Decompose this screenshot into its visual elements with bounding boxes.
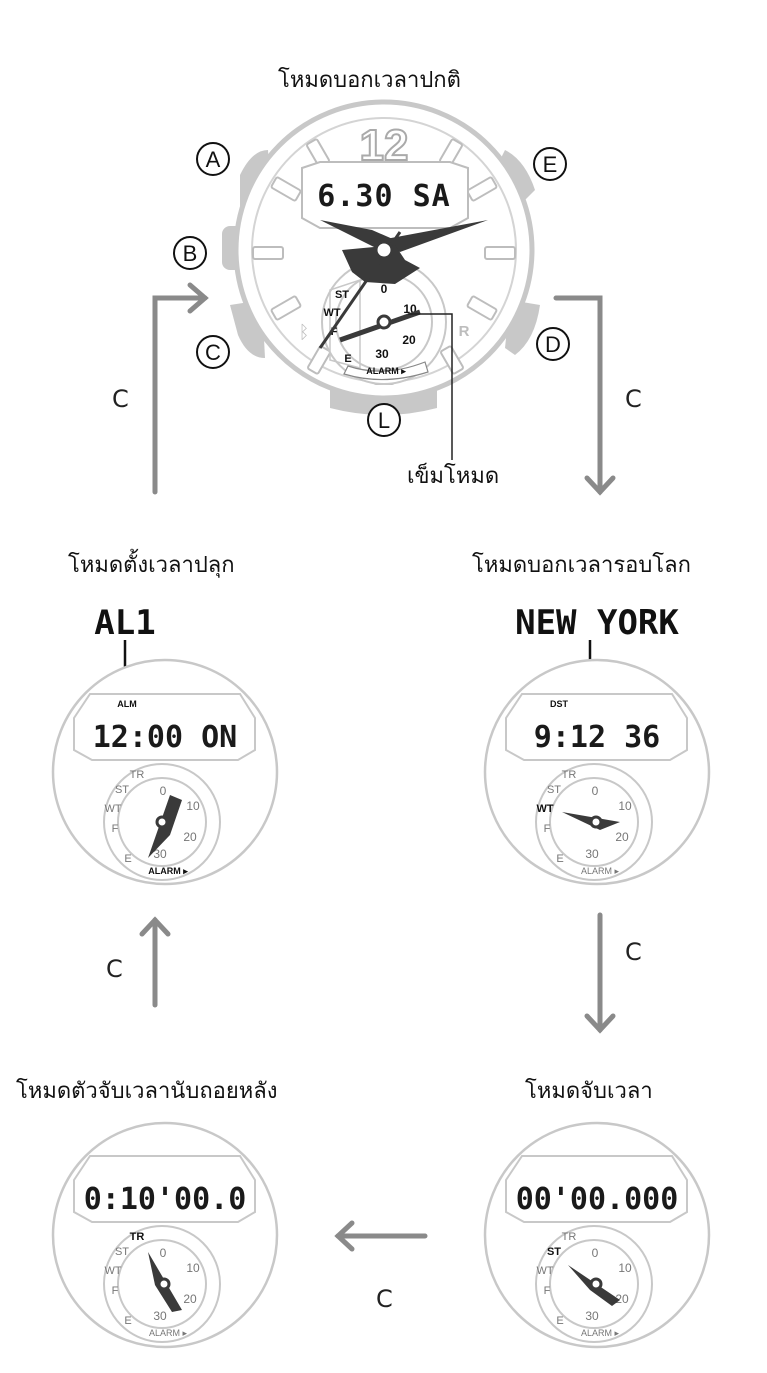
stopwatch-lcd: 00'00.000 xyxy=(516,1182,679,1217)
world-alarm-label: ALARM ▸ xyxy=(581,866,620,876)
world-mode-st: ST xyxy=(547,784,561,796)
stopwatch-mode-wt: WT xyxy=(536,1265,553,1277)
main-lcd-text: 6.30 SA xyxy=(317,179,450,214)
main-mode-st: ST xyxy=(335,289,349,301)
stopwatch-sub-20: 20 xyxy=(615,1292,629,1306)
title-timekeeping: โหมดบอกเวลาปกติ xyxy=(278,68,461,93)
countdown-sub-30: 30 xyxy=(153,1309,167,1323)
stopwatch-sub-0: 0 xyxy=(592,1246,599,1260)
stopwatch-mode-f: F xyxy=(544,1285,551,1297)
countdown-sub-0: 0 xyxy=(160,1246,167,1260)
stopwatch-mode-e: E xyxy=(556,1315,563,1327)
arrow-label-right-lower: C xyxy=(625,938,642,966)
world-sub-30: 30 xyxy=(585,847,599,861)
main-watch: 12 6.30 SA 0 10 20 30 ST WT F E ALARM ▸ … xyxy=(173,99,570,460)
stopwatch-sub-30: 30 xyxy=(585,1309,599,1323)
title-world-time: โหมดบอกเวลารอบโลก xyxy=(472,553,691,578)
button-a-letter: A xyxy=(206,147,221,172)
arrow-alarm-to-main xyxy=(152,295,208,495)
main-hour-hand xyxy=(320,220,395,250)
countdown-mode-wt: WT xyxy=(104,1265,121,1277)
alarm-sub-20: 20 xyxy=(183,830,197,844)
countdown-mode-e: E xyxy=(124,1315,131,1327)
world-sub-10: 10 xyxy=(618,799,632,813)
world-mode-tr: TR xyxy=(562,769,577,781)
button-c-letter: C xyxy=(205,340,221,365)
arrow-label-left: C xyxy=(112,385,129,413)
mode-hand-pointer xyxy=(408,313,453,460)
main-lcd-window xyxy=(301,161,469,229)
world-subdial: 0 10 20 30 TR ST WT F E ALARM ▸ xyxy=(535,763,653,881)
main-sub-30: 30 xyxy=(375,347,389,361)
world-watch: NEW YORK DST 9:12 36 0 10 20 30 TR ST WT… xyxy=(483,603,711,886)
main-alarm-label: ALARM ▸ xyxy=(366,366,406,376)
alarm-callout: AL1 xyxy=(94,603,155,643)
alarm-lcd: 12:00 ON xyxy=(93,720,238,755)
main-minute-hand xyxy=(380,220,488,252)
alarm-watch: AL1 ALM 12:00 ON 0 10 20 30 TR ST WT F E… xyxy=(51,603,279,886)
alarm-alarm-label: ALARM ▸ xyxy=(148,866,188,876)
arrow-label-right: C xyxy=(625,385,642,413)
alarm-tag: ALM xyxy=(117,699,137,709)
world-tag: DST xyxy=(550,699,569,709)
world-sub-20: 20 xyxy=(615,830,629,844)
alarm-subdial: 0 10 20 30 TR ST WT F E ALARM ▸ xyxy=(103,763,221,881)
stopwatch-mode-st: ST xyxy=(547,1246,561,1258)
alarm-mode-wt: WT xyxy=(104,803,121,815)
countdown-sub-20: 20 xyxy=(183,1292,197,1306)
title-stopwatch: โหมดจับเวลา xyxy=(525,1079,653,1104)
alarm-sub-10: 10 xyxy=(186,799,200,813)
world-mode-e: E xyxy=(556,853,563,865)
countdown-alarm-label: ALARM ▸ xyxy=(149,1328,188,1338)
world-mode-f: F xyxy=(544,823,551,835)
main-mode-e: E xyxy=(344,353,351,365)
alarm-mode-tr: TR xyxy=(130,769,145,781)
main-sub-20: 20 xyxy=(402,333,416,347)
world-mode-wt: WT xyxy=(536,803,553,815)
world-sub-0: 0 xyxy=(592,784,599,798)
countdown-lcd: 0:10'00.0 xyxy=(84,1182,247,1217)
title-alarm: โหมดตั้งเวลาปลุก xyxy=(68,553,235,578)
stopwatch-mode-tr: TR xyxy=(562,1231,577,1243)
button-b-letter: B xyxy=(183,241,198,266)
alarm-mode-st: ST xyxy=(115,784,129,796)
stopwatch-subdial: 0 10 20 30 TR ST WT F E ALARM ▸ xyxy=(535,1225,653,1343)
countdown-mode-st: ST xyxy=(115,1246,129,1258)
arrows xyxy=(139,282,616,1252)
alarm-mode-e: E xyxy=(124,853,131,865)
main-mode-wt: WT xyxy=(323,307,340,319)
main-mode-f: F xyxy=(331,326,338,338)
button-letters: A E B C D L xyxy=(173,142,570,437)
stopwatch-sub-10: 10 xyxy=(618,1261,632,1275)
button-l-letter: L xyxy=(378,408,390,433)
stopwatch-watch: 00'00.000 0 10 20 30 TR ST WT F E ALARM … xyxy=(483,1121,711,1349)
main-side-r: R xyxy=(459,323,470,340)
mode-hand-label: เข็มโหมด xyxy=(407,464,500,489)
button-e-letter: E xyxy=(543,152,558,177)
countdown-mode-f: F xyxy=(112,1285,119,1297)
arrow-label-left-lower: C xyxy=(106,955,123,983)
alarm-mode-f: F xyxy=(112,823,119,835)
alarm-sub-30: 30 xyxy=(153,847,167,861)
countdown-watch: 0:10'00.0 0 10 20 30 TR ST WT F E ALARM … xyxy=(51,1121,279,1349)
world-callout: NEW YORK xyxy=(515,603,679,643)
alarm-sub-0: 0 xyxy=(160,784,167,798)
countdown-subdial: 0 10 20 30 TR ST WT F E ALARM ▸ xyxy=(103,1225,221,1343)
button-d-letter: D xyxy=(545,332,561,357)
bluetooth-icon: ᛒ xyxy=(299,322,310,343)
countdown-mode-tr: TR xyxy=(130,1231,145,1243)
arrow-main-to-world xyxy=(553,295,603,495)
main-sub-0: 0 xyxy=(381,282,388,296)
arrow-label-bottom: C xyxy=(376,1285,393,1313)
stopwatch-alarm-label: ALARM ▸ xyxy=(581,1328,620,1338)
title-countdown: โหมดตัวจับเวลานับถอยหลัง xyxy=(16,1079,278,1104)
countdown-sub-10: 10 xyxy=(186,1261,200,1275)
world-lcd: 9:12 36 xyxy=(534,720,660,755)
